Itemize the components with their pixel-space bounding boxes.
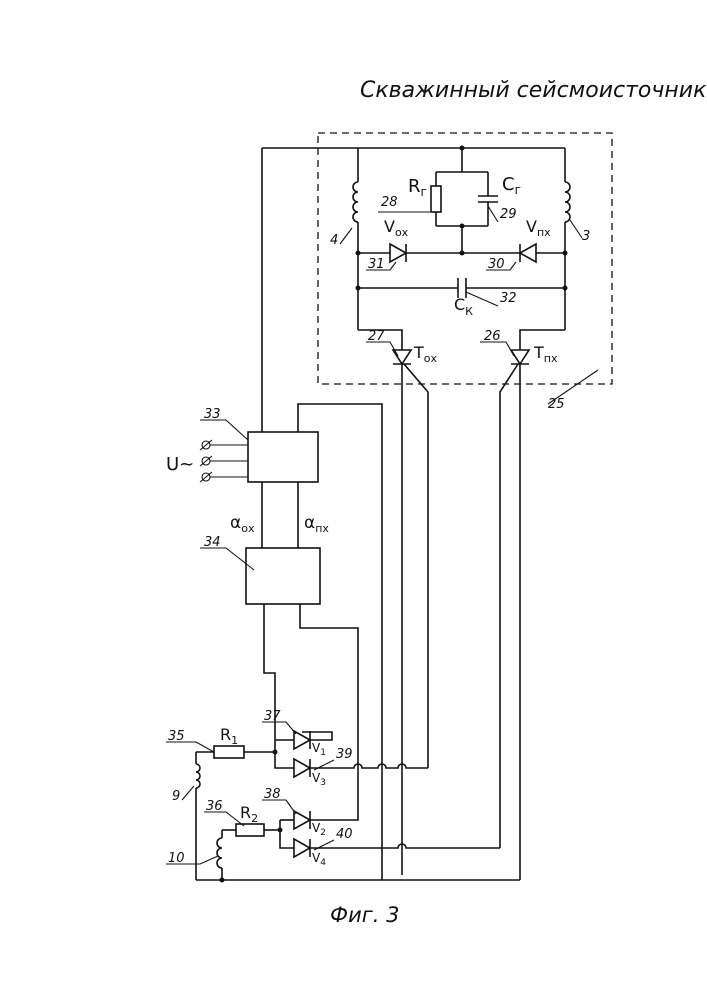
label-alpha-px: αпх xyxy=(304,513,329,535)
ref-38: 38 xyxy=(264,787,281,802)
wire xyxy=(280,820,294,848)
inductor-10 xyxy=(217,838,222,868)
supply-label: U~ xyxy=(166,454,194,475)
ref-29: 29 xyxy=(500,207,517,222)
junction xyxy=(460,251,465,256)
inductor-9 xyxy=(196,764,200,788)
label-v4: V4 xyxy=(312,851,326,868)
diode-v4 xyxy=(294,839,310,857)
label-tox: Tох xyxy=(413,343,438,365)
label-r1: R1 xyxy=(220,725,238,747)
junction xyxy=(220,878,225,883)
ref-39: 39 xyxy=(336,747,353,762)
label-cg: Cг xyxy=(502,174,521,197)
wire xyxy=(275,740,294,768)
ref-34: 34 xyxy=(204,535,221,550)
resistor-rg xyxy=(431,186,441,212)
label-ck: CК xyxy=(454,295,473,318)
label-rg: Rг xyxy=(408,176,427,199)
label-v3: V3 xyxy=(312,771,326,788)
ref-10: 10 xyxy=(168,851,185,866)
figure-caption: Фиг. 3 xyxy=(330,903,399,927)
inductor-3 xyxy=(565,182,570,222)
ref-28: 28 xyxy=(381,195,398,210)
diode-vox xyxy=(390,244,406,262)
ref-31: 31 xyxy=(368,257,385,272)
label-r2: R2 xyxy=(240,803,258,825)
junction xyxy=(356,286,361,291)
wires-33-34 xyxy=(262,482,298,548)
diode-v1 xyxy=(294,731,310,749)
junction xyxy=(563,251,568,256)
wire-tox-gate xyxy=(404,364,428,768)
ref-32: 32 xyxy=(500,291,517,306)
label-vox: Vох xyxy=(384,217,409,239)
ref-3: 3 xyxy=(582,229,590,244)
label-vpx: Vпх xyxy=(526,217,551,239)
junction xyxy=(460,224,465,229)
block-25-boundary xyxy=(318,133,612,384)
ref-30: 30 xyxy=(488,257,505,272)
diode-v3 xyxy=(294,759,310,777)
supply-terminals xyxy=(200,440,212,482)
wire xyxy=(300,604,358,768)
junction xyxy=(356,251,361,256)
wire-v4-out xyxy=(310,844,500,848)
diode-vpx xyxy=(520,244,536,262)
block-33 xyxy=(248,432,318,482)
capacitor-cg xyxy=(478,196,498,202)
resistor-r1 xyxy=(214,746,244,758)
ref-27: 27 xyxy=(368,329,385,344)
diagram-title: Скважинный сейсмоисточник xyxy=(360,78,707,103)
ref-26: 26 xyxy=(484,329,501,344)
inductor-4 xyxy=(353,182,358,222)
junction xyxy=(563,286,568,291)
label-v2: V2 xyxy=(312,821,326,838)
ref-33: 33 xyxy=(204,407,221,422)
ref-37: 37 xyxy=(264,709,281,724)
ref-40: 40 xyxy=(336,827,353,842)
label-alpha-ox: αох xyxy=(230,513,255,535)
ref-25: 25 xyxy=(548,397,565,412)
junction xyxy=(460,146,465,151)
label-v1: V1 xyxy=(312,741,326,758)
resistor-r2 xyxy=(236,824,264,836)
label-tpx: Tпх xyxy=(533,343,558,365)
ref-9: 9 xyxy=(172,789,180,804)
ref-35: 35 xyxy=(168,729,185,744)
wire-v3-out xyxy=(310,764,428,768)
supply-wires xyxy=(210,445,248,477)
ref-36: 36 xyxy=(206,799,223,814)
ref-4: 4 xyxy=(330,233,338,248)
block-34 xyxy=(246,548,320,604)
thyristor-tpx xyxy=(511,350,529,364)
wire-tpx-gate xyxy=(500,364,518,848)
